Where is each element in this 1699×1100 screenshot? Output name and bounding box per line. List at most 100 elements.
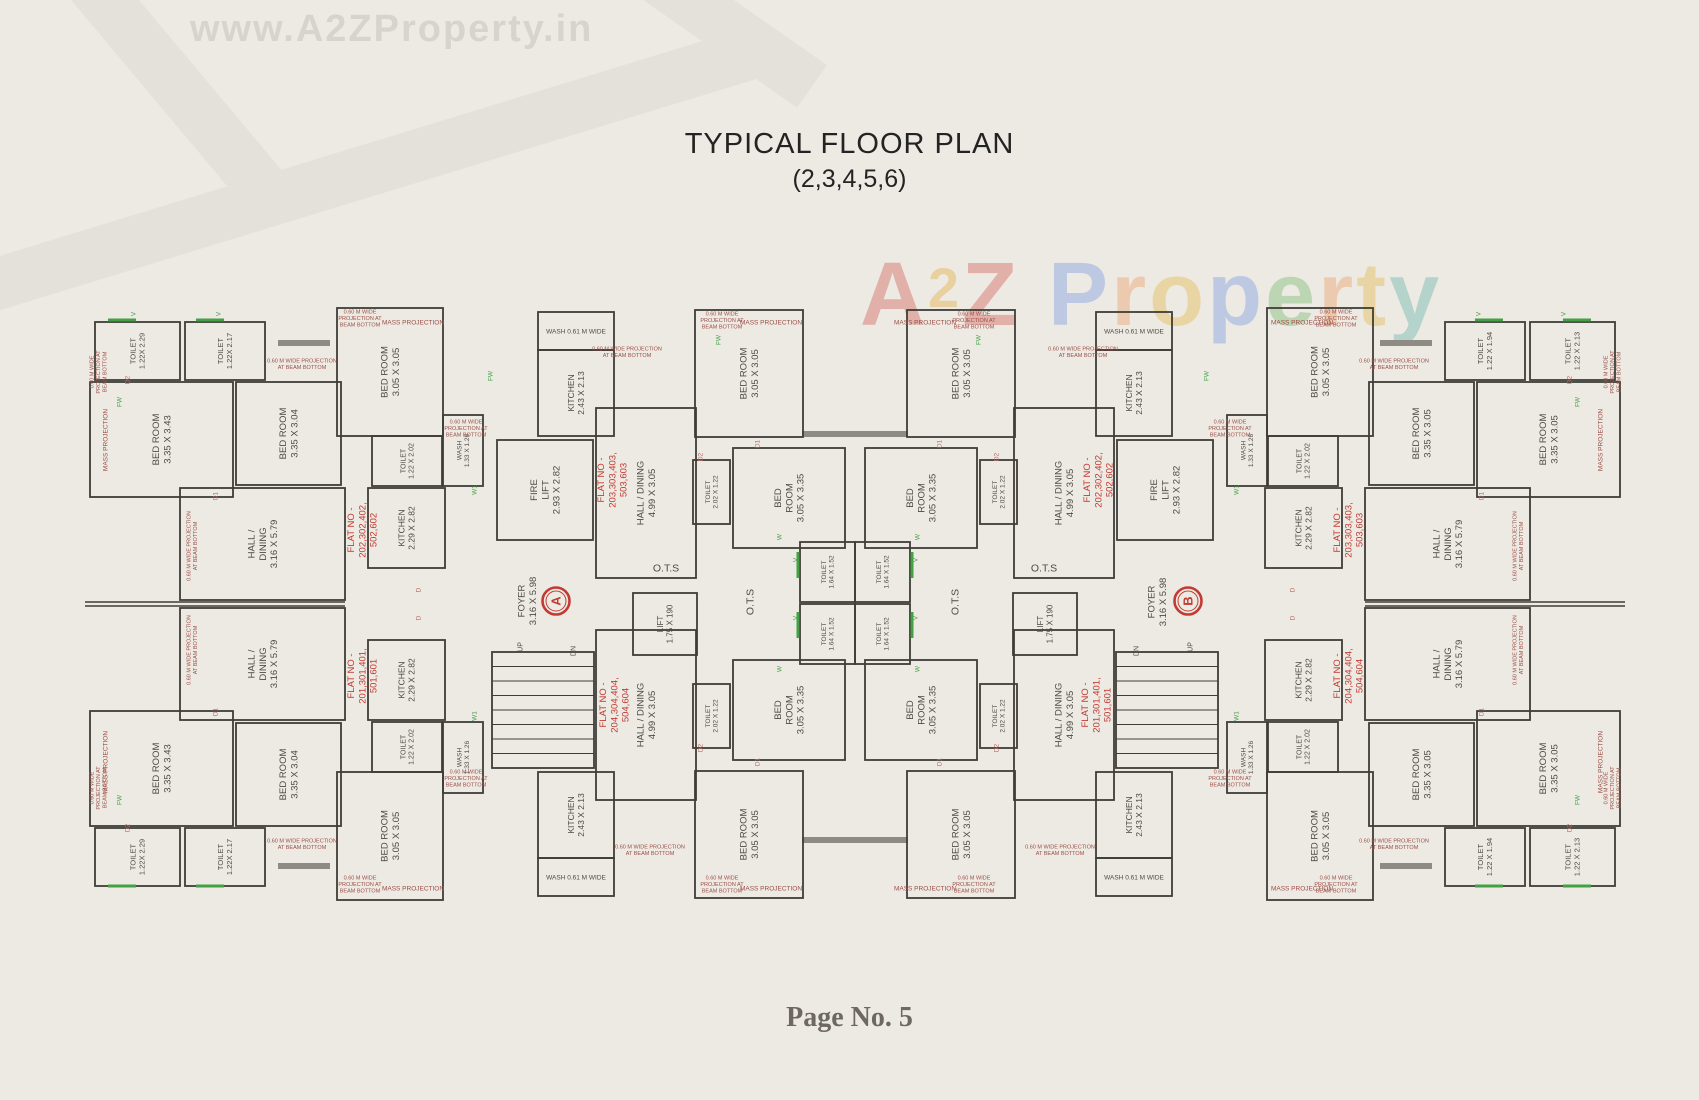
bedroom-outline	[235, 722, 342, 827]
door-tag: D1	[1478, 491, 1485, 500]
watermark-brand-letter: r	[1318, 245, 1357, 345]
door-tag: D	[1289, 615, 1296, 620]
hall-outline	[1013, 407, 1115, 579]
plan-title: TYPICAL FLOOR PLAN (2,3,4,5,6)	[0, 128, 1699, 194]
plan-title-line2: (2,3,4,5,6)	[792, 165, 907, 193]
bedroom-label: BED ROOM3.35 X 3.04	[278, 749, 300, 801]
toilet-outline	[1444, 321, 1526, 381]
toilet-label: TOILET1.22 X 2.02	[400, 729, 415, 765]
window-tag: FW	[1574, 794, 1581, 805]
toilet-outline	[184, 321, 266, 381]
door-tag: D1	[936, 439, 943, 448]
page-number: Page No. 5	[786, 1002, 913, 1033]
watermark-brand-letter: t	[1356, 245, 1390, 345]
annotation-label: 0.60 M WIDEPROJECTION ATBEAM BOTTOM	[1603, 766, 1622, 810]
kitchen-label: KITCHEN2.29 X 2.82	[396, 506, 416, 550]
hall-label: HALL / DINING4.99 X 3.05	[636, 683, 658, 748]
flat-number-label: FLAT NO -203,303,403,503,603	[1332, 502, 1365, 557]
bedroom-outline	[1368, 381, 1475, 486]
hall-outline	[595, 407, 697, 579]
bedroom-outline	[906, 770, 1016, 899]
wash-label: WASH1.33 X 1.26	[456, 740, 471, 774]
window-tag: W1	[1233, 711, 1240, 721]
annotation-label: O.T.S	[1031, 563, 1057, 575]
window-tag: FW	[975, 334, 982, 345]
hall-label: HALL /DINING3.16 X 5.79	[1432, 520, 1465, 569]
wash-outline	[1226, 721, 1268, 794]
door-tag: D2	[993, 452, 1000, 461]
foyer-label: FOYER3.16 X 5.98	[517, 577, 539, 626]
wash-lobby-label: WASH 0.61 M WIDE	[546, 874, 606, 881]
wash-lobby-outline	[537, 857, 615, 897]
wash-label: WASH1.33 X 1.26	[1240, 740, 1255, 774]
toilet-label: TOILET1.64 X 1.52	[821, 617, 836, 651]
watermark-brand-letter: A	[860, 245, 928, 345]
bedroom-label: BED ROOM3.35 X 3.04	[278, 408, 300, 460]
toilet-outline	[854, 541, 911, 603]
bedroom-label: BED ROOM3.05 X 3.05	[951, 348, 973, 400]
bedroom-label: BED ROOM3.35 X 3.05	[1411, 749, 1433, 801]
bedroom-outline	[1368, 722, 1475, 827]
bedroom-outline	[235, 381, 342, 486]
kitchen-label: KITCHEN2.29 X 2.82	[1293, 506, 1313, 550]
toilet-label: TOILET2.02 X 1.22	[705, 699, 720, 733]
watermark-brand-letter: Z	[962, 245, 1021, 345]
toilet-label: TOILET1.22X 2.17	[216, 333, 234, 369]
fire-lift-outline	[496, 439, 594, 541]
window-tag: V	[1475, 311, 1482, 316]
wash-lobby-label: WASH 0.61 M WIDE	[546, 328, 606, 335]
window-tag: W	[776, 665, 783, 672]
bedroom-label: BED ROOM3.35 X 3.43	[151, 743, 173, 795]
lift-outline	[632, 592, 698, 656]
annotation-label: MASS PROJECTION	[102, 731, 109, 793]
hall-outline	[595, 629, 697, 801]
kitchen-outline	[367, 487, 446, 569]
bedroom-label: BED ROOM3.35 X 3.05	[1411, 408, 1433, 460]
window-tag: FW	[715, 334, 722, 345]
hall-label: HALL / DINING4.99 X 3.05	[1054, 461, 1076, 526]
bedroom-outline	[89, 381, 234, 498]
annotation-label: 0.60 M WIDEPROJECTION ATBEAM BOTTOM	[1603, 350, 1622, 394]
window-tag: W	[914, 533, 921, 540]
bedroom-label: BEDROOM3.05 X 3.35	[905, 474, 938, 523]
bedroom-label: BED ROOM3.05 X 3.05	[1310, 810, 1332, 862]
watermark-brand-letter: o	[1149, 245, 1208, 345]
wing-stamp-circle	[1177, 590, 1199, 612]
bedroom-label: BEDROOM3.05 X 3.35	[905, 686, 938, 735]
door-tag: D1	[754, 757, 761, 766]
kitchen-label: KITCHEN2.43 X 2.13	[1124, 793, 1144, 837]
wing-stamp-circle	[1173, 586, 1203, 616]
flat-number-label: FLAT NO -201,301,401,501,601	[346, 648, 379, 703]
kitchen-label: KITCHEN2.43 X 2.13	[1124, 371, 1144, 415]
kitchen-label: KITCHEN2.29 X 2.82	[1293, 658, 1313, 702]
door-tag: D2	[697, 743, 704, 752]
window-tag: FW	[487, 370, 494, 381]
toilet-label: TOILET1.22 X 1.94	[1476, 838, 1494, 876]
annotation-label: MASS PROJECTION	[382, 885, 444, 892]
door-tag: D	[1289, 587, 1296, 592]
kitchen-label: KITCHEN2.29 X 2.82	[396, 658, 416, 702]
bedroom-outline	[732, 447, 846, 549]
window-tag: V	[912, 615, 919, 620]
toilet-outline	[692, 683, 731, 749]
wing-stamp-circle	[545, 590, 567, 612]
toilet-outline	[1529, 321, 1616, 381]
window-tag: W1	[1233, 485, 1240, 495]
toilet-outline	[184, 827, 266, 887]
bedroom-outline	[1266, 771, 1374, 901]
door-tag: D1	[212, 491, 219, 500]
flat-number-label: FLAT NO -203,303,403,503,603	[596, 452, 629, 507]
window-tag: FW	[1203, 370, 1210, 381]
window-tag: V	[215, 311, 222, 316]
annotation-label: O.T.S	[653, 563, 679, 575]
flat-number-label: FLAT NO -204,304,404,504,604	[598, 677, 631, 732]
bedroom-outline	[864, 659, 978, 761]
toilet-label: TOILET1.22X 2.29	[129, 333, 147, 369]
toilet-outline	[979, 683, 1018, 749]
